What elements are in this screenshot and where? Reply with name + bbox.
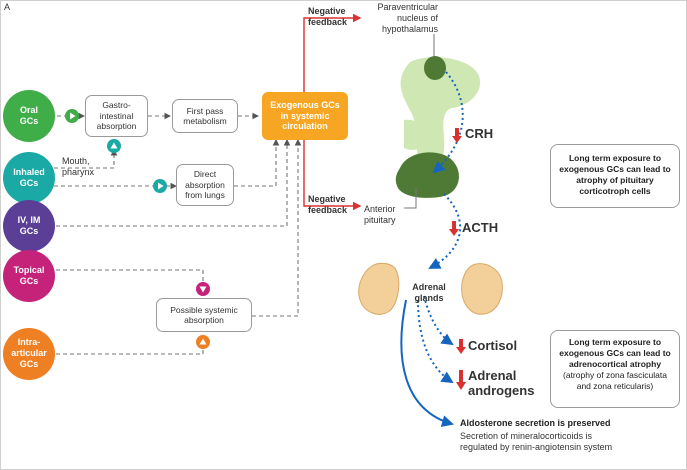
possible-absorption-box: Possible systemic absorption — [156, 298, 252, 332]
play-icon — [65, 109, 79, 123]
aldosterone-text: Secretion of mineralocorticoids is regul… — [460, 431, 613, 452]
flow-cortisol — [423, 295, 454, 346]
pituitary-note: Long term exposure to exogenous GCs can … — [550, 144, 680, 208]
negative-feedback-top-label: Negative feedback — [308, 6, 348, 27]
flow-direct-exo — [234, 138, 280, 187]
pvn-label: Paraventricular nucleus of hypothalamus — [377, 2, 438, 34]
mouth-pharynx-label: Mouth, pharynx — [62, 156, 95, 177]
adrenal-note-sub: (atrophy of zona fasciculata and zona re… — [563, 370, 667, 391]
route-topical-label: Topical GCs — [13, 265, 45, 286]
adrenal-androgens-label: Adrenal androgens — [468, 368, 535, 398]
exogenous-box: Exogenous GCs in systemic circulation — [270, 100, 340, 132]
pituitary-illustration — [395, 56, 481, 198]
aldosterone-title: Aldosterone secretion is preserved — [460, 418, 611, 428]
gi-absorption-box: Gastro- intestinal absorption — [85, 95, 148, 137]
exogenous-box-bg — [262, 92, 348, 140]
adrenal-glands-label: Adrenal glands — [412, 282, 446, 303]
anterior-pituitary-label: Anterior pituitary — [364, 204, 396, 225]
adrenal-note: Long term exposure to exogenous GCs can … — [550, 330, 680, 408]
feedback-top — [303, 13, 362, 112]
route-ivim-label: IV, IM GCs — [17, 215, 41, 236]
negative-feedback-bottom-label: Negative feedback — [308, 194, 348, 215]
flow-mouth — [54, 148, 118, 169]
oral-circle — [3, 90, 55, 142]
ivim-circle — [3, 200, 55, 252]
up-arrow-icon — [107, 139, 121, 153]
direct-absorption-box: Direct absorption from lungs — [176, 164, 234, 206]
acth-label: ACTH — [462, 220, 499, 235]
cortisol-down-arrow — [456, 339, 466, 354]
first-pass-box: First pass metabolism — [172, 99, 238, 133]
acth-down-arrow — [449, 221, 459, 236]
adrenal-note-main: Long term exposure to exogenous GCs can … — [559, 337, 671, 369]
up-arrow-icon — [196, 335, 210, 349]
flow-androgens — [417, 299, 454, 384]
route-intra-label: Intra- articular GCs — [11, 337, 47, 369]
inhaled-circle — [3, 152, 55, 204]
flow-intra — [56, 336, 204, 355]
flow-iv-exo — [56, 138, 291, 227]
feedback-bottom — [303, 140, 362, 211]
panel-label: A — [4, 2, 11, 12]
cortisol-label: Cortisol — [468, 338, 518, 353]
androgens-down-arrow — [456, 370, 466, 390]
flow-acth — [428, 193, 461, 269]
play-icon — [153, 179, 167, 193]
route-inhaled-label: Inhaled GCs — [13, 167, 45, 188]
flow-aldosterone — [400, 299, 454, 427]
route-oral-label: Oral GCs — [19, 105, 39, 126]
flow-possible-exo — [252, 138, 302, 317]
crh-down-arrow — [452, 128, 462, 143]
adrenal-illustration — [358, 262, 503, 315]
down-arrow-icon — [196, 282, 210, 296]
flow-topical — [56, 269, 204, 282]
intra-circle — [3, 328, 55, 380]
pituitary-note-text: Long term exposure to exogenous GCs can … — [559, 153, 671, 196]
crh-label: CRH — [465, 126, 494, 141]
topical-circle — [3, 250, 55, 302]
